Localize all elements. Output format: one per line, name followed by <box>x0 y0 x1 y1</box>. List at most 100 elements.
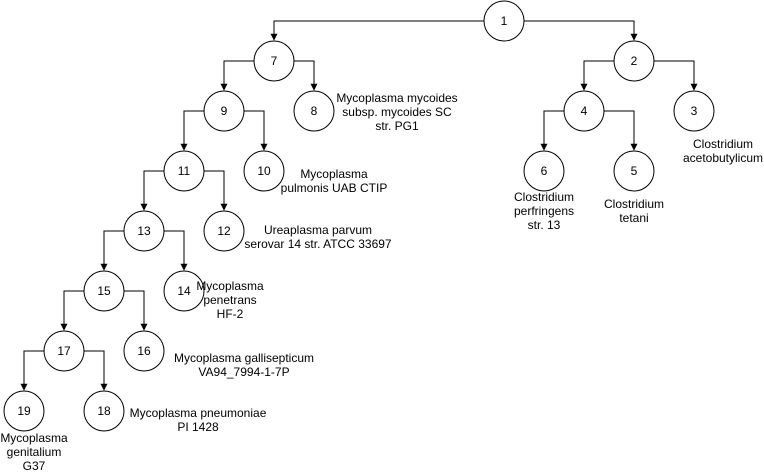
node-circle <box>293 90 335 132</box>
tree-node-14: 14 <box>163 270 205 312</box>
tree-node-16: 16 <box>123 330 165 372</box>
node-circle <box>163 270 205 312</box>
node-label: 11 <box>178 164 191 178</box>
node-label: 6 <box>541 164 548 178</box>
node-label: 5 <box>631 164 638 178</box>
node-circle <box>123 330 165 372</box>
edge-1-to-2 <box>524 20 638 41</box>
edge-7-to-9 <box>220 60 254 91</box>
node-label: 4 <box>581 104 588 118</box>
node-circle <box>483 0 525 42</box>
edge-17-to-19 <box>20 350 44 391</box>
species-label-line: PI 1428 <box>177 420 219 434</box>
node-circle <box>243 150 285 192</box>
species-label-line: Mycoplasma pneumoniae <box>130 406 267 420</box>
edge-15-to-16 <box>124 290 148 331</box>
species-label-line: Clostridium <box>514 190 574 204</box>
species-label-line: perfringens <box>514 204 574 218</box>
node-circle <box>43 330 85 372</box>
species-label-line: HF-2 <box>217 307 244 321</box>
tree-node-5: 5 <box>613 150 655 192</box>
tree-node-9: 9 <box>203 90 245 132</box>
node-label: 14 <box>177 284 191 298</box>
node-label: 15 <box>97 284 111 298</box>
node-label: 1 <box>501 14 508 28</box>
edge-13-to-15 <box>100 230 124 271</box>
species-label-line: VA94_7994-1-7P <box>198 365 289 379</box>
tree-node-2: 2 <box>613 40 655 82</box>
species-label-line: Mycoplasma <box>196 279 264 293</box>
species-label-line: Clostridium <box>604 197 664 211</box>
node-label: 8 <box>311 104 318 118</box>
tree-node-12: 12 <box>203 210 245 252</box>
edge-9-to-10 <box>244 110 268 151</box>
node-label: 2 <box>631 54 638 68</box>
tree-node-4: 4 <box>563 90 605 132</box>
tree-node-15: 15 <box>83 270 125 312</box>
edge-4-to-5 <box>604 110 638 151</box>
node-circle <box>673 90 715 132</box>
node-circle <box>83 270 125 312</box>
species-label-line: subsp. mycoides SC <box>342 105 452 119</box>
node-circle <box>3 390 45 432</box>
node-circle <box>613 150 655 192</box>
species-label-line: str. PG1 <box>375 119 419 133</box>
node-label: 10 <box>257 164 271 178</box>
species-label-line: G37 <box>23 459 46 472</box>
node-circle <box>203 90 245 132</box>
tree-node-7: 7 <box>253 40 295 82</box>
node-label: 9 <box>221 104 228 118</box>
species-label-line: str. 13 <box>528 218 561 232</box>
edge-17-to-18 <box>84 350 108 391</box>
tree-node-1: 1 <box>483 0 525 42</box>
tree-node-17: 17 <box>43 330 85 372</box>
edges-layer <box>20 20 698 391</box>
node-label: 19 <box>17 404 31 418</box>
node-label: 16 <box>137 344 151 358</box>
edge-4-to-6 <box>540 110 564 151</box>
edge-2-to-4 <box>580 60 614 91</box>
species-label-line: serovar 14 str. ATCC 33697 <box>244 237 392 251</box>
species-label-line: Mycoplasma <box>0 431 68 445</box>
tree-node-3: 3 <box>673 90 715 132</box>
edge-1-to-7 <box>270 20 484 41</box>
species-label-line: Mycoplasma gallisepticum <box>174 351 314 365</box>
species-label-line: tetani <box>619 211 648 225</box>
node-circle <box>123 210 165 252</box>
species-label-line: pulmonis UAB CTIP <box>281 181 388 195</box>
node-label: 12 <box>217 224 231 238</box>
node-label: 18 <box>97 404 111 418</box>
species-label-line: acetobutylicum <box>683 151 763 165</box>
tree-node-19: 19 <box>3 390 45 432</box>
edge-7-to-8 <box>294 60 318 91</box>
edge-15-to-17 <box>60 290 84 331</box>
node-circle <box>613 40 655 82</box>
node-circle <box>203 210 245 252</box>
node-label: 17 <box>57 344 71 358</box>
tree-node-13: 13 <box>123 210 165 252</box>
edge-2-to-3 <box>654 60 698 91</box>
node-circle <box>163 150 205 192</box>
tree-node-6: 6 <box>523 150 565 192</box>
species-label-line: Mycoplasma mycoides <box>336 91 457 105</box>
edge-13-to-14 <box>164 230 188 271</box>
node-circle <box>523 150 565 192</box>
species-label-line: Ureaplasma parvum <box>264 223 372 237</box>
node-circle <box>253 40 295 82</box>
node-circle <box>563 90 605 132</box>
species-label-line: penetrans <box>203 293 256 307</box>
edge-11-to-13 <box>140 170 164 211</box>
tree-node-10: 10 <box>243 150 285 192</box>
